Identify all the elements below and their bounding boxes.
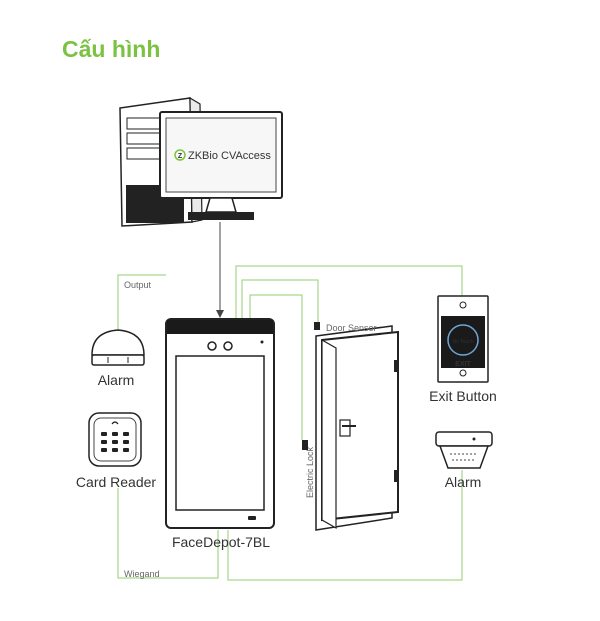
- door-sensor-line: [241, 279, 319, 330]
- alarm-right: [435, 431, 493, 469]
- software-logo: Z ZKBio CVAccess: [174, 149, 271, 162]
- monitor: [159, 111, 283, 220]
- exit-button-small-text: No Touch: [452, 339, 473, 345]
- exit-button-exit-text: EXIT: [455, 361, 471, 368]
- card-reader: [88, 412, 142, 467]
- card-reader-label: Card Reader: [76, 474, 156, 490]
- wiegand-line: [117, 488, 219, 579]
- keypad: [101, 432, 129, 452]
- output-label: Output: [124, 280, 152, 290]
- computer: Z ZKBio CVAccess: [119, 96, 283, 227]
- alarm-left: [91, 329, 145, 366]
- exit-button: No Touch EXIT: [437, 295, 489, 383]
- door-sensor-label: Door Sensor: [326, 323, 377, 333]
- door: [302, 322, 399, 531]
- alarm-right-label: Alarm: [445, 474, 482, 490]
- electric-lock-label: Electric Lock: [305, 446, 315, 498]
- camera-icon: [223, 341, 233, 351]
- door-handle-plate: [339, 419, 351, 437]
- facedepot-device: [165, 318, 275, 529]
- exit-button-line: [235, 265, 463, 318]
- device-label: FaceDepot-7BL: [172, 534, 270, 550]
- software-name: ZKBio CVAccess: [188, 150, 271, 162]
- exit-button-label: Exit Button: [429, 388, 497, 404]
- right-alarm-line: [227, 470, 463, 581]
- connection-arrow: [216, 222, 224, 318]
- electric-lock-block: [302, 440, 308, 450]
- alarm-left-label: Alarm: [98, 372, 135, 388]
- wiring-lines: [117, 265, 463, 581]
- software-logo-mark: Z: [178, 153, 183, 160]
- electric-lock-line: [249, 294, 303, 440]
- wiegand-label: Wiegand: [124, 569, 160, 579]
- page-title: Cấu hình: [62, 36, 161, 62]
- camera-icon: [207, 341, 217, 351]
- door-sensor-block: [314, 322, 320, 330]
- output-line: [117, 274, 166, 340]
